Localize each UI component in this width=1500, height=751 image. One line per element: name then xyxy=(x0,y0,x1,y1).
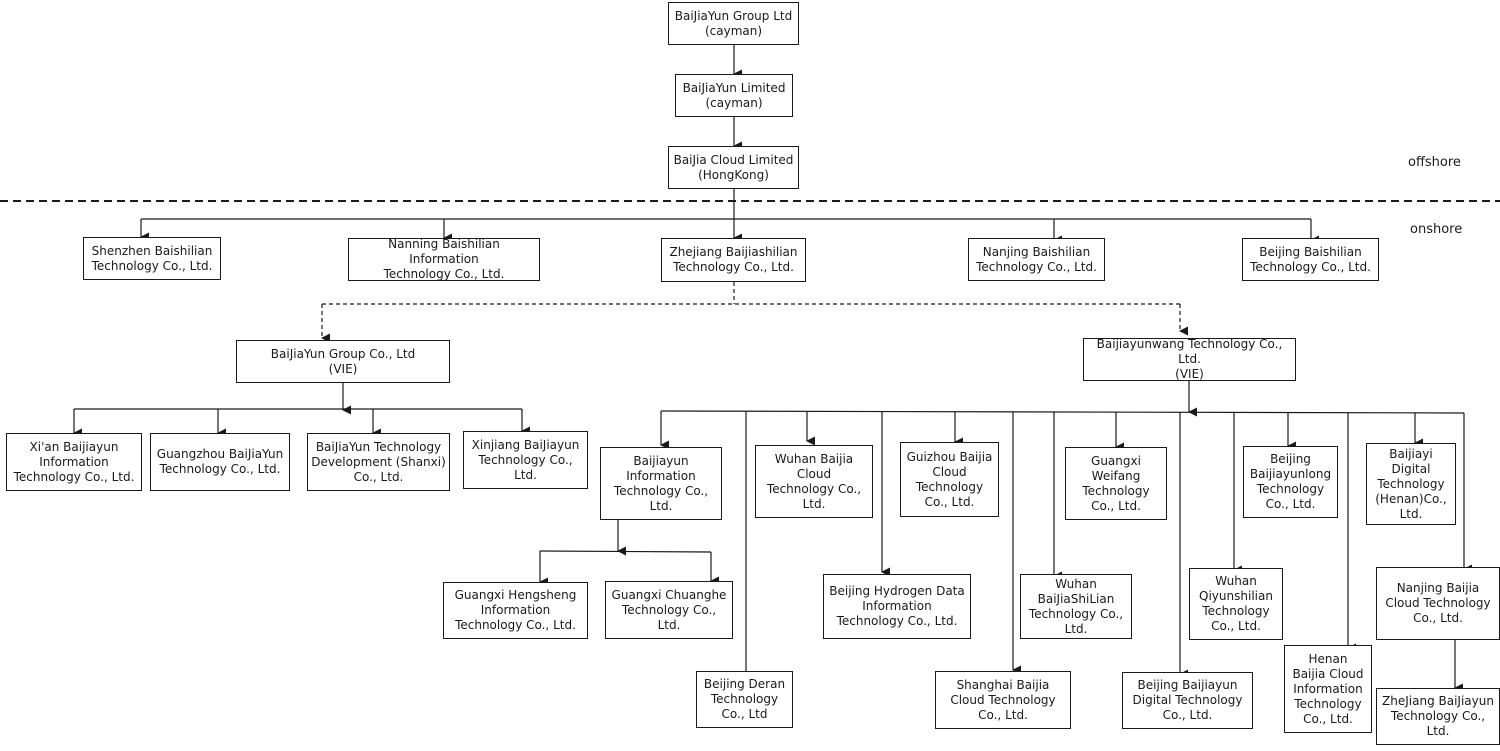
entity-baijiayun-information: Baijiayun Information Technology Co., Lt… xyxy=(600,447,722,520)
entity-xian-baijiayun: Xi'an Baijiayun Information Technology C… xyxy=(6,433,142,491)
entity-guangxi-weifang: Guangxi Weifang Technology Co., Ltd. xyxy=(1065,447,1167,520)
edge-bjy-info-bus xyxy=(539,550,712,553)
entity-baijiayi-digital-henan: Baijiayi Digital Technology (Henan)Co., … xyxy=(1366,443,1456,525)
onshore-label: onshore xyxy=(1410,222,1463,237)
entity-beijing-baijiayun-digital: Beijing Baijiayun Digital Technology Co.… xyxy=(1122,672,1253,729)
entity-baijiayun-group-co-vie: BaiJiaYun Group Co., Ltd (VIE) xyxy=(236,340,450,383)
entity-henan-baijia-cloud: Henan Baijia Cloud Information Technolog… xyxy=(1284,645,1372,733)
entity-wuhan-qiyunshilian: Wuhan Qiyunshilian Technology Co., Ltd. xyxy=(1189,568,1283,640)
entity-shenzhen-baishilian: Shenzhen Baishilian Technology Co., Ltd. xyxy=(83,237,221,280)
entity-zhejiang-baijiashilian: Zhejiang Baijiashilian Technology Co., L… xyxy=(661,238,806,282)
entity-baijiayunwang-technology-vie: Baijiayunwang Technology Co., Ltd. (VIE) xyxy=(1083,338,1296,381)
entity-beijing-deran: Beijing Deran Technology Co., Ltd xyxy=(696,671,793,728)
entity-xinjiang-baijiayun: Xinjiang BaiJiayun Technology Co., Ltd. xyxy=(463,431,588,489)
entity-baijiayun-group-ltd-cayman: BaiJiaYun Group Ltd (cayman) xyxy=(668,2,799,45)
entity-zhejiang-baijiayun: ZheJiang BaiJiayun Technology Co., Ltd. xyxy=(1376,688,1500,745)
edge-vie-wang-bus xyxy=(660,410,1465,414)
entity-guangxi-hengsheng: Guangxi Hengsheng Information Technology… xyxy=(443,582,588,639)
offshore-label: offshore xyxy=(1408,155,1461,170)
entity-baijiayun-shanxi: BaiJiaYun Technology Development (Shanxi… xyxy=(307,433,450,491)
entity-guangzhou-baijiayun: Guangzhou BaiJiaYun Technology Co., Ltd. xyxy=(150,433,290,491)
entity-nanjing-baishilian: Nanjing Baishilian Technology Co., Ltd. xyxy=(968,238,1105,281)
entity-baijia-cloud-limited-hongkong: BaiJia Cloud Limited (HongKong) xyxy=(668,146,799,189)
entity-shanghai-baijia-cloud: Shanghai Baijia Cloud Technology Co., Lt… xyxy=(935,671,1071,729)
entity-wuhan-baijiashilian: Wuhan BaiJiaShiLian Technology Co., Ltd. xyxy=(1020,574,1132,639)
entity-guizhou-baijia-cloud: Guizhou Baijia Cloud Technology Co., Ltd… xyxy=(900,442,999,517)
entity-beijing-hydrogen-data: Beijing Hydrogen Data Information Techno… xyxy=(823,574,971,639)
entity-nanjing-baijia-cloud: Nanjing Baijia Cloud Technology Co., Ltd… xyxy=(1376,567,1500,640)
entity-baijiayun-limited-cayman: BaiJiaYun Limited (cayman) xyxy=(675,74,793,117)
entity-guangxi-chuanghe: Guangxi Chuanghe Technology Co., Ltd. xyxy=(605,581,733,639)
entity-beijing-baishilian: Beijing Baishilian Technology Co., Ltd. xyxy=(1242,238,1379,281)
entity-nanning-baishilian: Nanning Baishilian Information Technolog… xyxy=(348,238,540,281)
entity-wuhan-baijia-cloud: Wuhan Baijia Cloud Technology Co., Ltd. xyxy=(755,445,873,518)
entity-beijing-baijiayunlong: Beijing Baijiayunlong Technology Co., Lt… xyxy=(1243,446,1338,518)
